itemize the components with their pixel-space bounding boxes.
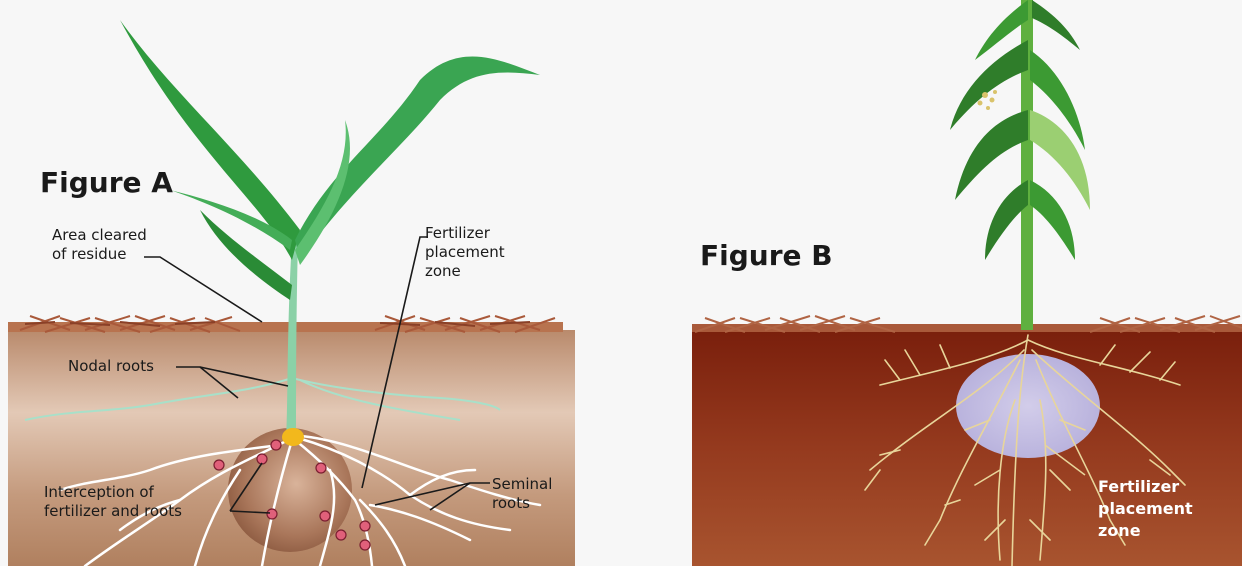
label-fertilizer-zone-b-line3: zone xyxy=(1098,521,1141,540)
label-area-cleared-line2: of residue xyxy=(52,245,127,263)
label-seminal-roots-line1: Seminal xyxy=(492,475,552,493)
label-interception-line2: fertilizer and roots xyxy=(44,502,182,520)
figure-b: Figure B Fertilizer placement zone xyxy=(692,0,1242,566)
label-seminal-roots-line2: roots xyxy=(492,494,530,512)
label-fertilizer-zone-b-line1: Fertilizer xyxy=(1098,477,1179,496)
corn-plant-b xyxy=(950,0,1090,330)
label-area-cleared-line1: Area cleared xyxy=(52,226,147,244)
label-area-cleared: Area cleared of residue xyxy=(52,226,152,263)
figure-a: Figure A Area cleared of residue Fertili… xyxy=(8,20,575,566)
label-fertilizer-zone-a: Fertilizer placement zone xyxy=(425,224,509,280)
figure-b-title: Figure B xyxy=(700,239,833,272)
label-fertilizer-zone-b-line2: placement xyxy=(1098,499,1193,518)
label-fertilizer-zone-a-line2: placement xyxy=(425,243,505,261)
label-nodal-roots: Nodal roots xyxy=(68,357,154,375)
label-interception-line1: Interception of xyxy=(44,483,155,501)
soil-block-b xyxy=(692,330,1242,566)
figure-a-title: Figure A xyxy=(40,166,173,199)
label-fertilizer-zone-a-line1: Fertilizer xyxy=(425,224,491,242)
label-fertilizer-zone-a-line3: zone xyxy=(425,262,461,280)
seed-a xyxy=(282,428,304,446)
